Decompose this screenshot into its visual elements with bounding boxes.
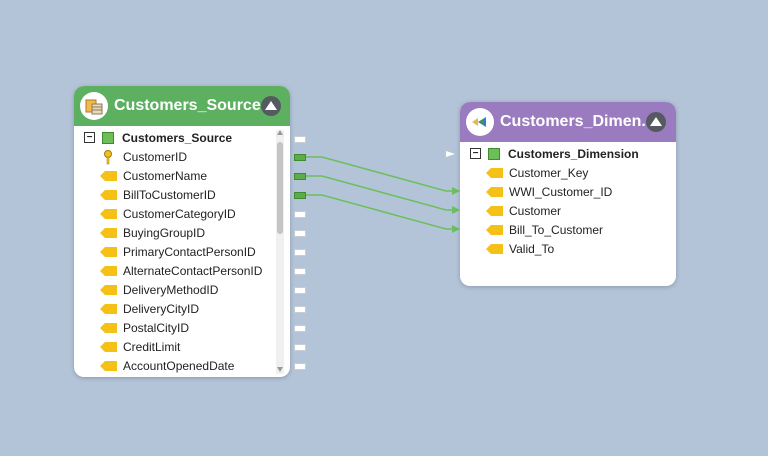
vertical-scrollbar[interactable] (276, 130, 284, 374)
table-icon (488, 147, 500, 160)
collapse-up-icon (265, 100, 277, 110)
scroll-up-arrow-icon[interactable] (277, 130, 283, 135)
field-row[interactable]: Bill_To_Customer (486, 220, 603, 239)
field-icon (486, 205, 503, 216)
field-icon (486, 224, 503, 235)
field-row[interactable]: DeliveryMethodID (100, 280, 218, 299)
field-row[interactable]: PostalCityID (100, 318, 189, 337)
field-row[interactable]: PrimaryContactPersonID (100, 242, 256, 261)
field-icon (100, 170, 117, 181)
scroll-down-arrow-icon[interactable] (277, 367, 283, 372)
destination-table-name: Customers_Dimension (508, 146, 639, 161)
key-icon (104, 149, 112, 164)
dimension-icon (466, 108, 494, 136)
source-node-title: Customers_Source (114, 97, 261, 114)
collapse-button[interactable] (261, 96, 281, 116)
field-row[interactable]: DeliveryCityID (100, 299, 199, 318)
field-icon (100, 246, 117, 257)
field-row[interactable]: WWI_Customer_ID (486, 182, 612, 201)
table-icon (102, 131, 114, 144)
field-row[interactable]: BillToCustomerID (100, 185, 216, 204)
field-row[interactable]: Customer_Key (486, 163, 588, 182)
collapse-tree-icon[interactable]: − (470, 148, 481, 159)
field-icon (100, 189, 117, 200)
source-table-row[interactable]: − Customers_Source (84, 128, 232, 147)
database-table-icon (80, 92, 108, 120)
collapse-up-icon (650, 116, 662, 126)
field-row[interactable]: Customer (486, 201, 561, 220)
destination-node-header[interactable]: Customers_Dimen.. (460, 102, 676, 142)
field-icon (486, 167, 503, 178)
field-icon (100, 303, 117, 314)
field-icon (486, 186, 503, 197)
field-icon (486, 243, 503, 254)
output-port[interactable] (294, 211, 306, 218)
field-row[interactable]: CreditLimit (100, 337, 180, 356)
output-port[interactable] (294, 344, 306, 351)
source-node-header[interactable]: Customers_Source (74, 86, 290, 126)
field-icon (100, 208, 117, 219)
connector-billtocustomerid[interactable] (306, 194, 458, 230)
field-icon (100, 227, 117, 238)
field-row[interactable]: CustomerID (100, 147, 187, 166)
source-table-node[interactable]: Customers_Source − Customers_Source Cust… (74, 86, 290, 377)
output-port-billtocustomerid[interactable] (294, 192, 306, 199)
field-icon (100, 265, 117, 276)
output-port[interactable] (294, 363, 306, 370)
field-row[interactable]: Valid_To (486, 239, 554, 258)
source-table-name: Customers_Source (122, 130, 233, 145)
output-port[interactable] (294, 306, 306, 313)
output-port[interactable] (294, 287, 306, 294)
collapse-tree-icon[interactable]: − (84, 132, 95, 143)
output-port[interactable] (294, 325, 306, 332)
output-port[interactable] (294, 230, 306, 237)
collapse-button[interactable] (646, 112, 666, 132)
field-row[interactable]: AlternateContactPersonID (100, 261, 262, 280)
connector-customername[interactable] (306, 175, 458, 211)
destination-table-row[interactable]: − Customers_Dimension (470, 144, 639, 163)
field-row[interactable]: BuyingGroupID (100, 223, 205, 242)
output-port-customerid[interactable] (294, 154, 306, 161)
connector-customerid[interactable] (306, 156, 458, 192)
field-icon (100, 360, 117, 371)
field-row[interactable]: CustomerCategoryID (100, 204, 236, 223)
output-port-customername[interactable] (294, 173, 306, 180)
field-icon (100, 341, 117, 352)
field-icon (100, 284, 117, 295)
field-icon (100, 322, 117, 333)
destination-table-node[interactable]: Customers_Dimen.. − Customers_Dimension … (460, 102, 676, 286)
dest-input-arrow (446, 151, 455, 157)
field-row[interactable]: AccountOpenedDate (100, 356, 234, 375)
output-port[interactable] (294, 268, 306, 275)
destination-node-title: Customers_Dimen.. (500, 113, 651, 130)
field-row[interactable]: CustomerName (100, 166, 207, 185)
scrollbar-thumb[interactable] (277, 142, 283, 234)
output-port[interactable] (294, 249, 306, 256)
output-port[interactable] (294, 136, 306, 143)
